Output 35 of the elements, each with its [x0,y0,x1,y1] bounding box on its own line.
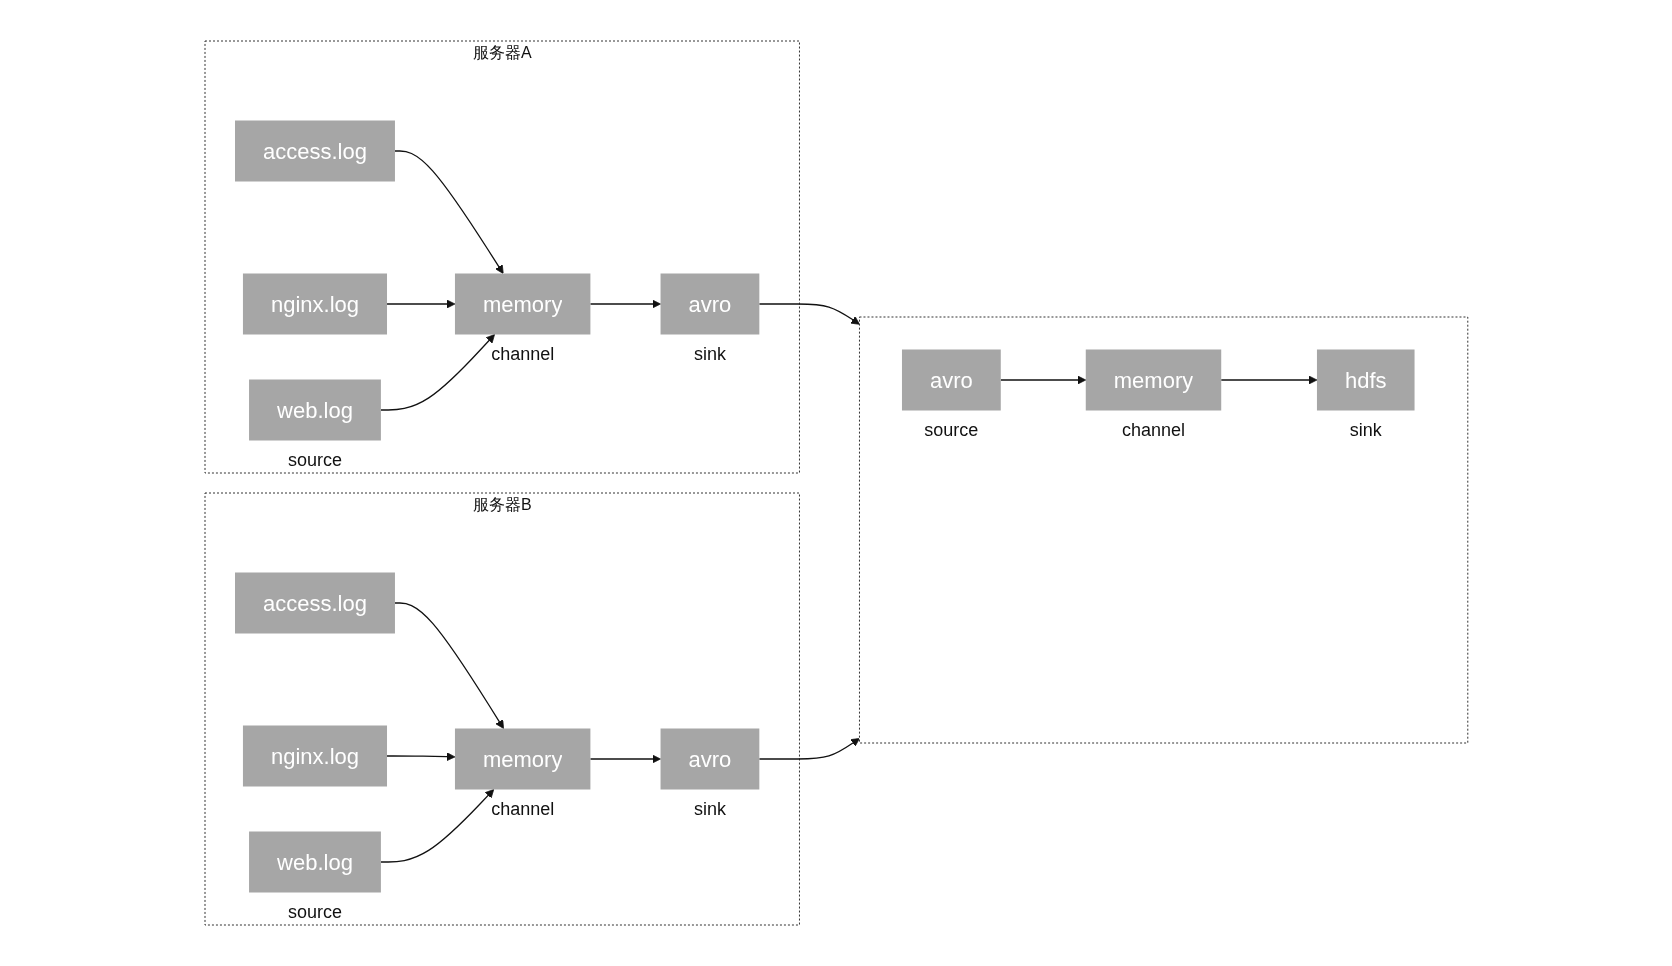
node-label: sink [693,798,726,819]
node-box: memory [454,728,590,790]
arrow [758,303,860,325]
node-box: avro [660,728,759,790]
node-box: access.log [234,120,395,182]
arrow [589,754,661,764]
node-box: nginx.log [242,725,387,787]
node-label: channel [490,798,554,819]
arrow [999,375,1086,385]
arrow [379,334,495,411]
node-label: source [923,419,978,440]
node-label: source [287,449,342,470]
node-label: channel [1121,419,1185,440]
node-box: memory [454,273,590,335]
node-box: access.log [234,572,395,634]
node-box: avro [901,349,1001,411]
arrow [393,150,504,274]
node-box: hdfs [1316,349,1415,411]
node-box: web.log [248,379,381,441]
arrow [589,299,661,309]
node-label: sink [1349,419,1382,440]
arrow [393,602,504,729]
arrow [758,738,860,760]
node-box: nginx.log [242,273,387,335]
arrow [1220,375,1317,385]
node-label: sink [693,343,726,364]
node-box: web.log [248,831,381,893]
arrow [386,752,455,762]
arrow [379,789,494,863]
node-label: source [287,901,342,922]
arrow [386,299,455,309]
node-label: channel [490,343,554,364]
cluster [858,316,1468,744]
node-box: avro [660,273,759,335]
node-box: memory [1085,349,1221,411]
